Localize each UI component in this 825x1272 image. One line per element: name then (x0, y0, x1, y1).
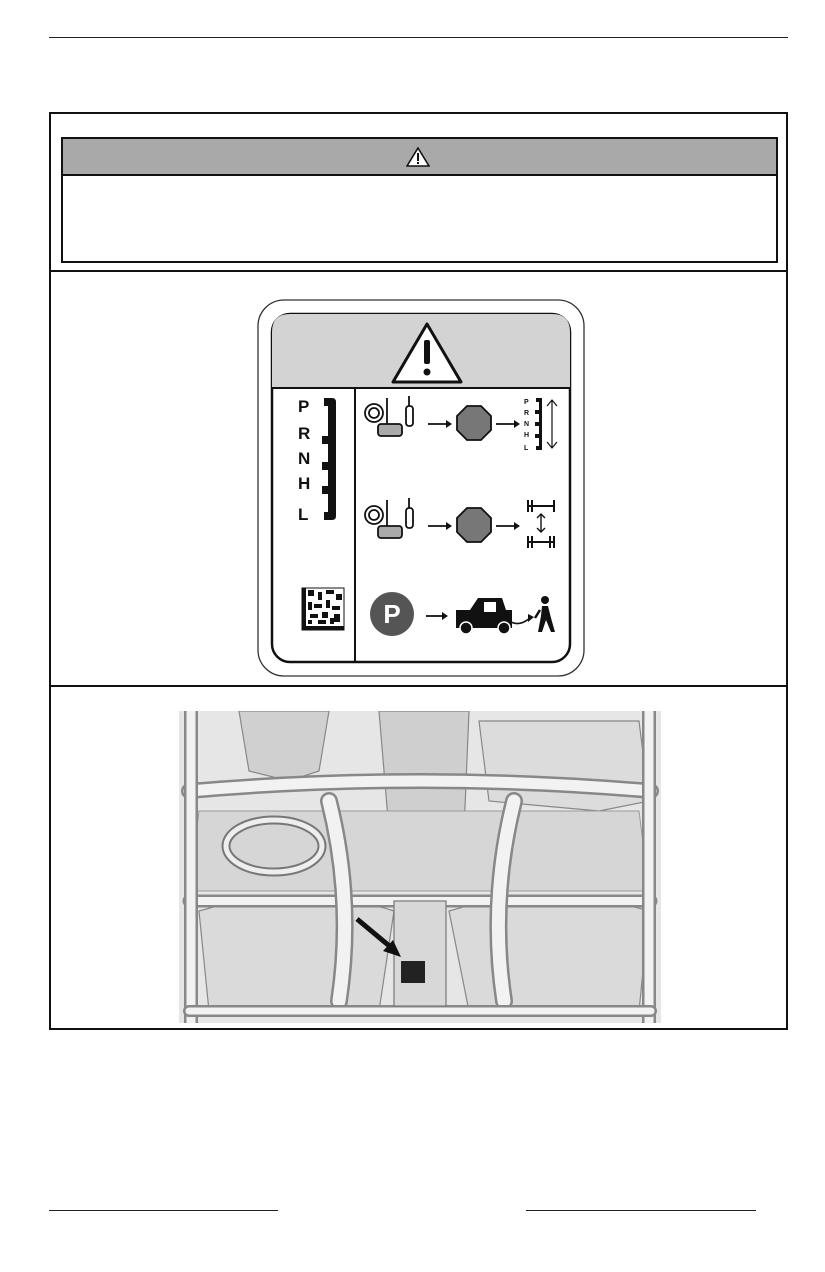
gear-letter-h: H (298, 474, 310, 493)
label-row-1: P R N H L (364, 396, 558, 452)
brake-pedal-icon (364, 396, 414, 437)
mini-gear-h: H (524, 432, 529, 439)
up-down-arrow-icon (546, 399, 558, 449)
safety-label-illustration: P R N H L (257, 299, 585, 677)
section-divider-1 (51, 270, 786, 272)
stop-sign-icon (456, 507, 492, 543)
mini-gear-l: L (524, 445, 529, 452)
footer-right-rule (526, 1210, 756, 1211)
pointer-arrow-icon (355, 917, 401, 957)
warning-triangle-icon (391, 322, 463, 384)
vehicle-icon (456, 598, 512, 635)
mini-gear-r: R (524, 410, 529, 417)
mini-gear-gate-icon (535, 398, 542, 450)
person-walking-icon (533, 596, 555, 632)
park-icon (370, 592, 414, 636)
warning-box (61, 137, 778, 263)
mini-gear-p: P (524, 399, 529, 406)
gear-letter-l: L (298, 505, 308, 524)
gear-letter-p: P (298, 397, 309, 416)
warning-band (63, 139, 776, 176)
mini-gear-n: N (524, 421, 529, 428)
gear-gate-icon (322, 398, 336, 520)
brake-pedal-icon (364, 498, 414, 539)
header-rule (49, 37, 788, 38)
gear-letter-r: R (298, 424, 310, 443)
label-row-2 (364, 498, 555, 548)
park-letter: P (383, 599, 400, 629)
data-matrix-code (301, 587, 345, 631)
safety-label-frame: P R N H L (49, 112, 788, 1030)
stop-sign-icon (456, 405, 492, 441)
footer-left-rule (49, 1210, 278, 1211)
label-location-marker (401, 961, 425, 983)
label-row-3: P (370, 592, 555, 636)
gear-letter-n: N (298, 449, 310, 468)
drive-mode-icon (527, 500, 555, 548)
vehicle-frame-illustration (179, 711, 661, 1023)
warning-triangle-icon (405, 146, 430, 167)
section-divider-2 (51, 685, 786, 687)
